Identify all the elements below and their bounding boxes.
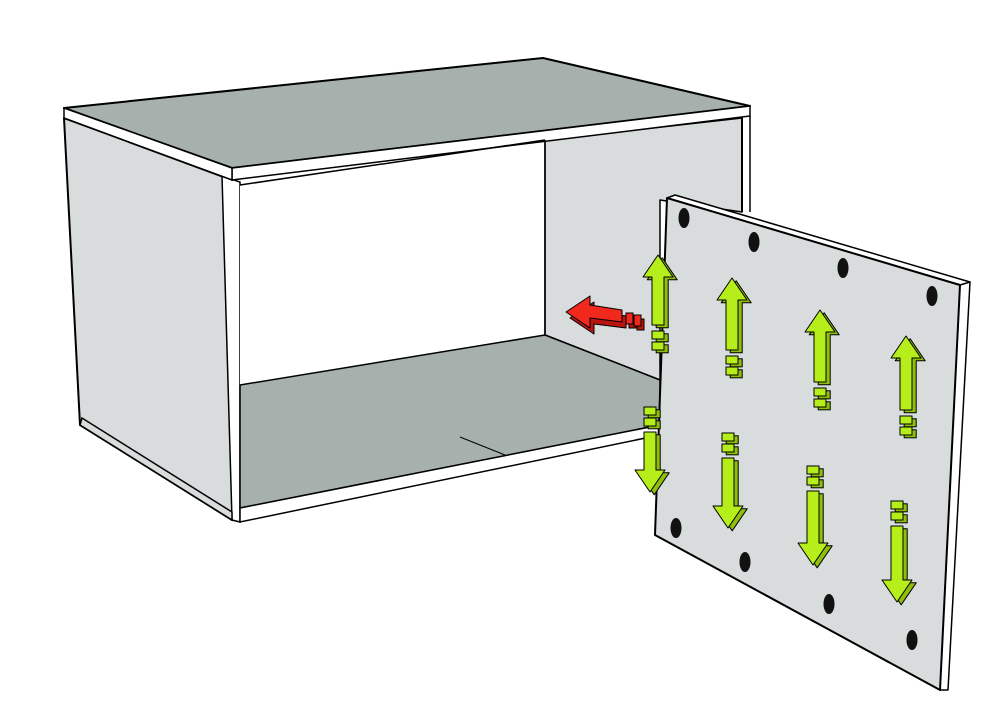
- push-arrow-dash: [633, 314, 642, 327]
- arrow-dash: [899, 426, 913, 436]
- slide-down-arrow: [712, 432, 748, 532]
- arrow-dash: [890, 500, 904, 510]
- cabinet-interior: [240, 140, 545, 385]
- slide-down-arrow: [881, 500, 917, 606]
- arrow-body: [712, 457, 744, 529]
- mounting-hole: [739, 552, 751, 572]
- push-arrow-body: [565, 295, 623, 329]
- mounting-hole: [926, 286, 938, 306]
- slide-up-arrow: [890, 335, 926, 439]
- slide-down-arrow: [634, 406, 670, 496]
- mounting-hole: [823, 594, 835, 614]
- arrow-dash: [813, 387, 827, 397]
- arrow-dash: [721, 432, 735, 442]
- top-inner-edge: [239, 139, 546, 186]
- bottom-panel-seam: [459, 436, 506, 456]
- arrow-dash: [651, 330, 665, 340]
- slide-arrows: [634, 254, 926, 606]
- back-panel: [634, 194, 971, 691]
- arrow-dash: [806, 476, 820, 486]
- slide-up-arrow: [642, 254, 678, 354]
- arrow-body: [890, 335, 922, 411]
- arrow-dash: [725, 355, 739, 365]
- arrow-dash: [890, 511, 904, 521]
- arrow-dash: [721, 443, 735, 453]
- arrow-dash: [899, 415, 913, 425]
- mounting-hole: [670, 518, 682, 538]
- cabinet-left-bottom-strip: [79, 416, 233, 522]
- arrow-dash: [651, 341, 665, 351]
- arrow-body: [881, 525, 913, 603]
- arrow-body: [642, 254, 674, 326]
- slide-up-arrow: [804, 309, 840, 411]
- arrow-body: [716, 277, 748, 351]
- mounting-hole: [748, 232, 760, 252]
- arrow-body: [634, 431, 666, 493]
- slide-down-arrow: [797, 465, 833, 569]
- mounting-holes: [670, 208, 938, 650]
- cabinet: [63, 57, 751, 523]
- slide-up-arrow: [716, 277, 752, 379]
- cabinet-top-left-edge: [63, 106, 233, 182]
- push-arrow: [565, 295, 645, 335]
- arrow-dash: [725, 366, 739, 376]
- arrow-dash: [643, 417, 657, 427]
- arrow-dash: [813, 398, 827, 408]
- arrow-dash: [643, 406, 657, 416]
- mounting-hole: [678, 208, 690, 228]
- mounting-hole: [837, 258, 849, 278]
- arrow-dash: [806, 465, 820, 475]
- arrow-body: [797, 490, 829, 566]
- back-panel-face: [654, 197, 961, 691]
- mounting-hole: [906, 630, 918, 650]
- arrow-body: [804, 309, 836, 383]
- push-arrow-dash: [625, 312, 634, 325]
